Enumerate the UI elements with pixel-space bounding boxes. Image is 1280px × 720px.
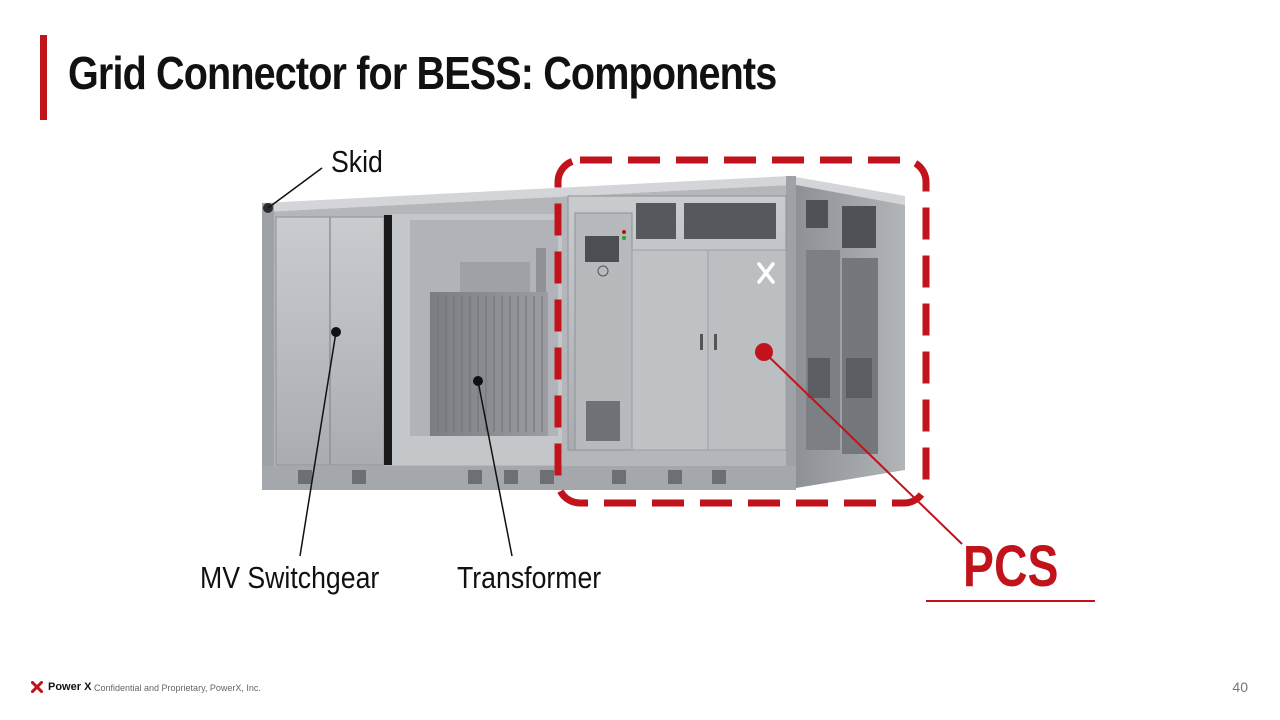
footer-brand: Power X [31,681,91,693]
pcs-highlight-box [554,156,930,507]
confidentiality-notice: Confidential and Proprietary, PowerX, In… [94,683,261,693]
mv-switchgear-leader-line [299,331,337,557]
x-logo-icon [757,262,775,284]
transformer-leader-line [477,380,513,557]
pcs-underline [926,600,1095,602]
x-logo-icon [31,681,43,693]
brand-name: Power X [48,681,92,693]
skid-leader-line [267,167,323,209]
pcs-side-panel [806,200,878,454]
mv-switchgear-cabinet [275,215,392,466]
pcs-cabinet [567,195,787,451]
skid-label: Skid [331,144,383,179]
pcs-leader-line [763,351,963,545]
transformer-label: Transformer [457,560,602,595]
title-accent-bar [40,35,47,120]
pcs-label: PCS [963,534,1059,599]
slide-title: Grid Connector for BESS: Components [68,47,777,99]
page-number: 40 [1232,679,1248,695]
transformer-unit [392,214,562,465]
mv-switchgear-label: MV Switchgear [200,560,380,595]
